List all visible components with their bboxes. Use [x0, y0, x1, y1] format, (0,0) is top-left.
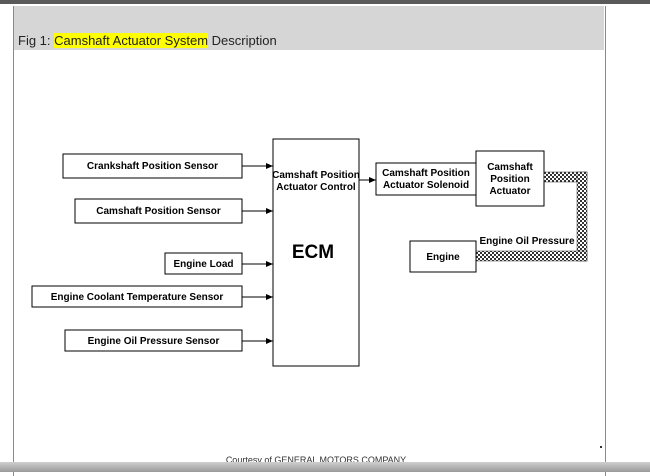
solenoid-line1: Camshaft Position — [382, 168, 470, 179]
figure-caption: Fig 1: Camshaft Actuator System Descript… — [18, 33, 277, 48]
courtesy-credit: Courtesy of GENERAL MOTORS COMPANY — [225, 455, 407, 465]
input-engine-oil-pressure-sensor: Engine Oil Pressure Sensor — [64, 329, 243, 352]
solenoid-line2: Actuator Solenoid — [383, 180, 469, 191]
caption-suffix: Description — [208, 33, 277, 48]
input-engine-load: Engine Load — [164, 252, 243, 275]
input-label: Engine Load — [174, 259, 234, 270]
engine-box: Engine — [409, 240, 477, 273]
input-label: Engine Oil Pressure Sensor — [88, 336, 220, 347]
oil-pressure-label: Engine Oil Pressure — [479, 236, 574, 247]
ecm-label: ECM — [292, 242, 334, 263]
actuator-line2: Position — [490, 174, 529, 185]
input-label: Crankshaft Position Sensor — [87, 161, 218, 172]
ecm-control-line2: Actuator Control — [276, 182, 356, 193]
actuator-line1: Camshaft — [487, 162, 533, 173]
input-camshaft-position-sensor: Camshaft Position Sensor — [74, 198, 243, 224]
engine-label: Engine — [426, 252, 460, 263]
ecm-control-line1: Camshaft Position — [272, 170, 360, 181]
actuator-box: Camshaft Position Actuator — [475, 150, 545, 207]
solenoid-box: Camshaft Position Actuator Solenoid — [375, 162, 477, 196]
caption-prefix: Fig 1: — [18, 33, 55, 48]
ecm-box: Camshaft Position Actuator Control ECM — [272, 138, 360, 367]
input-label: Camshaft Position Sensor — [96, 206, 221, 217]
input-label: Engine Coolant Temperature Sensor — [51, 292, 224, 303]
caption-highlight: Camshaft Actuator System — [54, 33, 209, 48]
actuator-line3: Actuator — [489, 186, 530, 197]
window-bottom-bar — [0, 462, 650, 472]
page-marker — [600, 446, 602, 448]
window-top-bar — [0, 0, 650, 4]
input-crankshaft-position-sensor: Crankshaft Position Sensor — [62, 153, 243, 179]
input-engine-coolant-temperature-sensor: Engine Coolant Temperature Sensor — [31, 285, 243, 308]
